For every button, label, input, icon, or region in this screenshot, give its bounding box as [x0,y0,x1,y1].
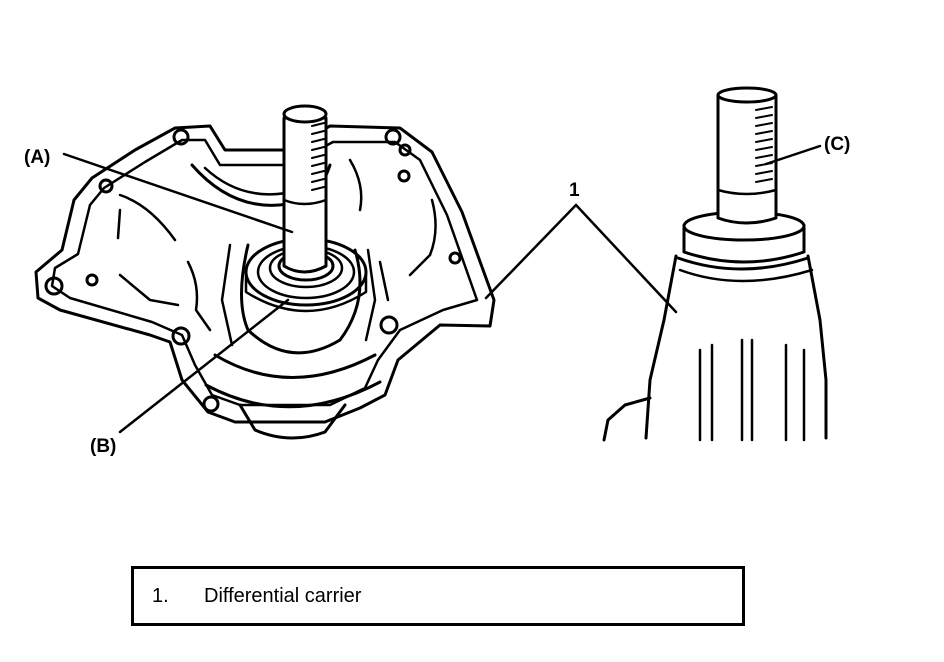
side-housing-outline [806,254,828,440]
leader-lines [62,144,822,434]
bolt-hole [397,169,411,183]
legend-item-number: 1. [152,584,169,607]
bolt-hole [448,251,462,265]
bolt-hole [202,395,220,413]
tool-shaft-c [716,94,778,225]
side-housing-collar [678,268,814,283]
legend-box: 1. Differential carrier [131,566,745,626]
shaft-threads [311,122,325,191]
bearing-boss-side [364,248,377,342]
side-housing-outline [644,254,678,440]
carrier-flange-outline [34,124,496,424]
side-housing-collar [676,256,810,271]
bolt-hole [85,273,99,287]
tool-shaft-a [282,104,328,274]
shaft-c-threads [755,106,773,183]
tool-shaft-c-top [716,86,778,104]
housing-rib [348,158,363,212]
leader-b [118,298,290,434]
bearing-boss-side [220,243,234,347]
bearing-boss [240,243,362,355]
tool-shaft-c-step [716,188,778,196]
bolt-hole [44,276,64,296]
leader-1-left [484,203,578,300]
bolt-hole [398,143,412,157]
legend-item-text: Differential carrier [204,584,362,607]
side-flange-fragment [602,396,652,442]
bolt-hole [384,128,402,146]
bolt-hole [172,128,190,146]
drum-ring [204,380,382,409]
leader-a [62,152,294,234]
housing-rib [116,208,122,240]
callout-a: (A) [24,147,50,168]
bolt-hole [379,315,399,335]
housing-rib [118,193,177,242]
drum-ring [213,353,377,379]
bolt-hole [98,178,114,194]
callout-b: (B) [90,436,116,457]
drum-bottom [238,403,347,440]
callout-1: 1 [569,180,580,201]
carrier-side-view-right [602,86,828,442]
housing-rib [118,273,180,307]
housing-rib [408,198,437,277]
carrier-gasket-line [50,138,479,407]
callout-c: (C) [824,134,850,155]
carrier-housing-left [34,124,496,440]
leader-c [764,144,822,166]
housing-rib [378,260,390,302]
leader-1-right [574,203,678,314]
bolt-hole [171,326,191,346]
housing-rib [186,260,212,332]
seal-collar-side [682,224,806,264]
